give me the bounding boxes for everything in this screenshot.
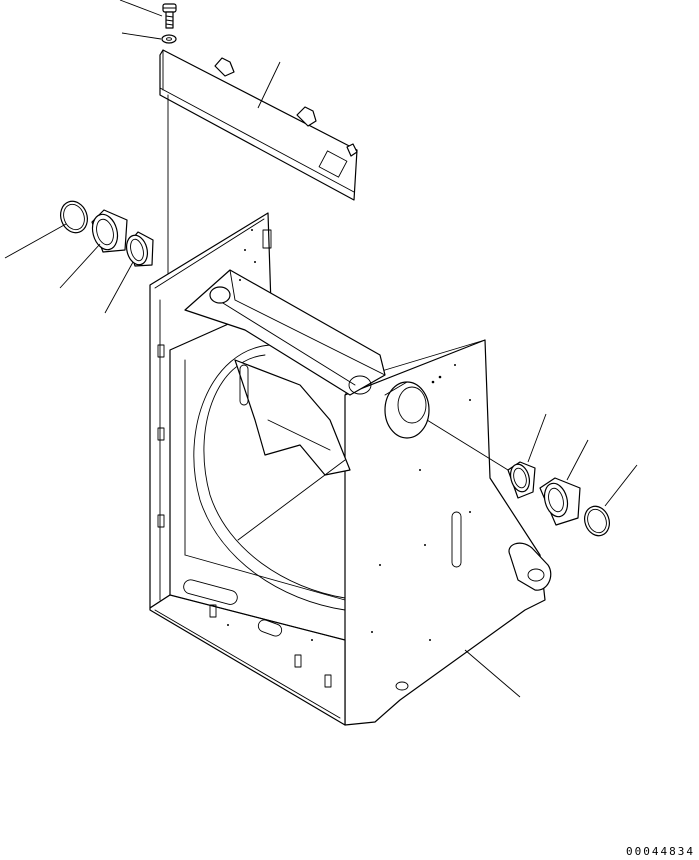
- bushing-right-outer: [539, 439, 589, 526]
- drawing-reference-code: 00044834: [626, 845, 695, 858]
- snap-ring-right: [584, 464, 638, 537]
- bolt: [119, 0, 177, 29]
- bushing-right-inner: [426, 413, 547, 499]
- bushing-left-outer: [59, 209, 128, 289]
- cover-plate: [159, 49, 358, 297]
- washer: [121, 32, 177, 44]
- bushing-left-inner: [104, 231, 154, 314]
- rivet-dots: [227, 229, 471, 641]
- snap-ring-left: [4, 200, 88, 259]
- frame-body: [149, 212, 552, 726]
